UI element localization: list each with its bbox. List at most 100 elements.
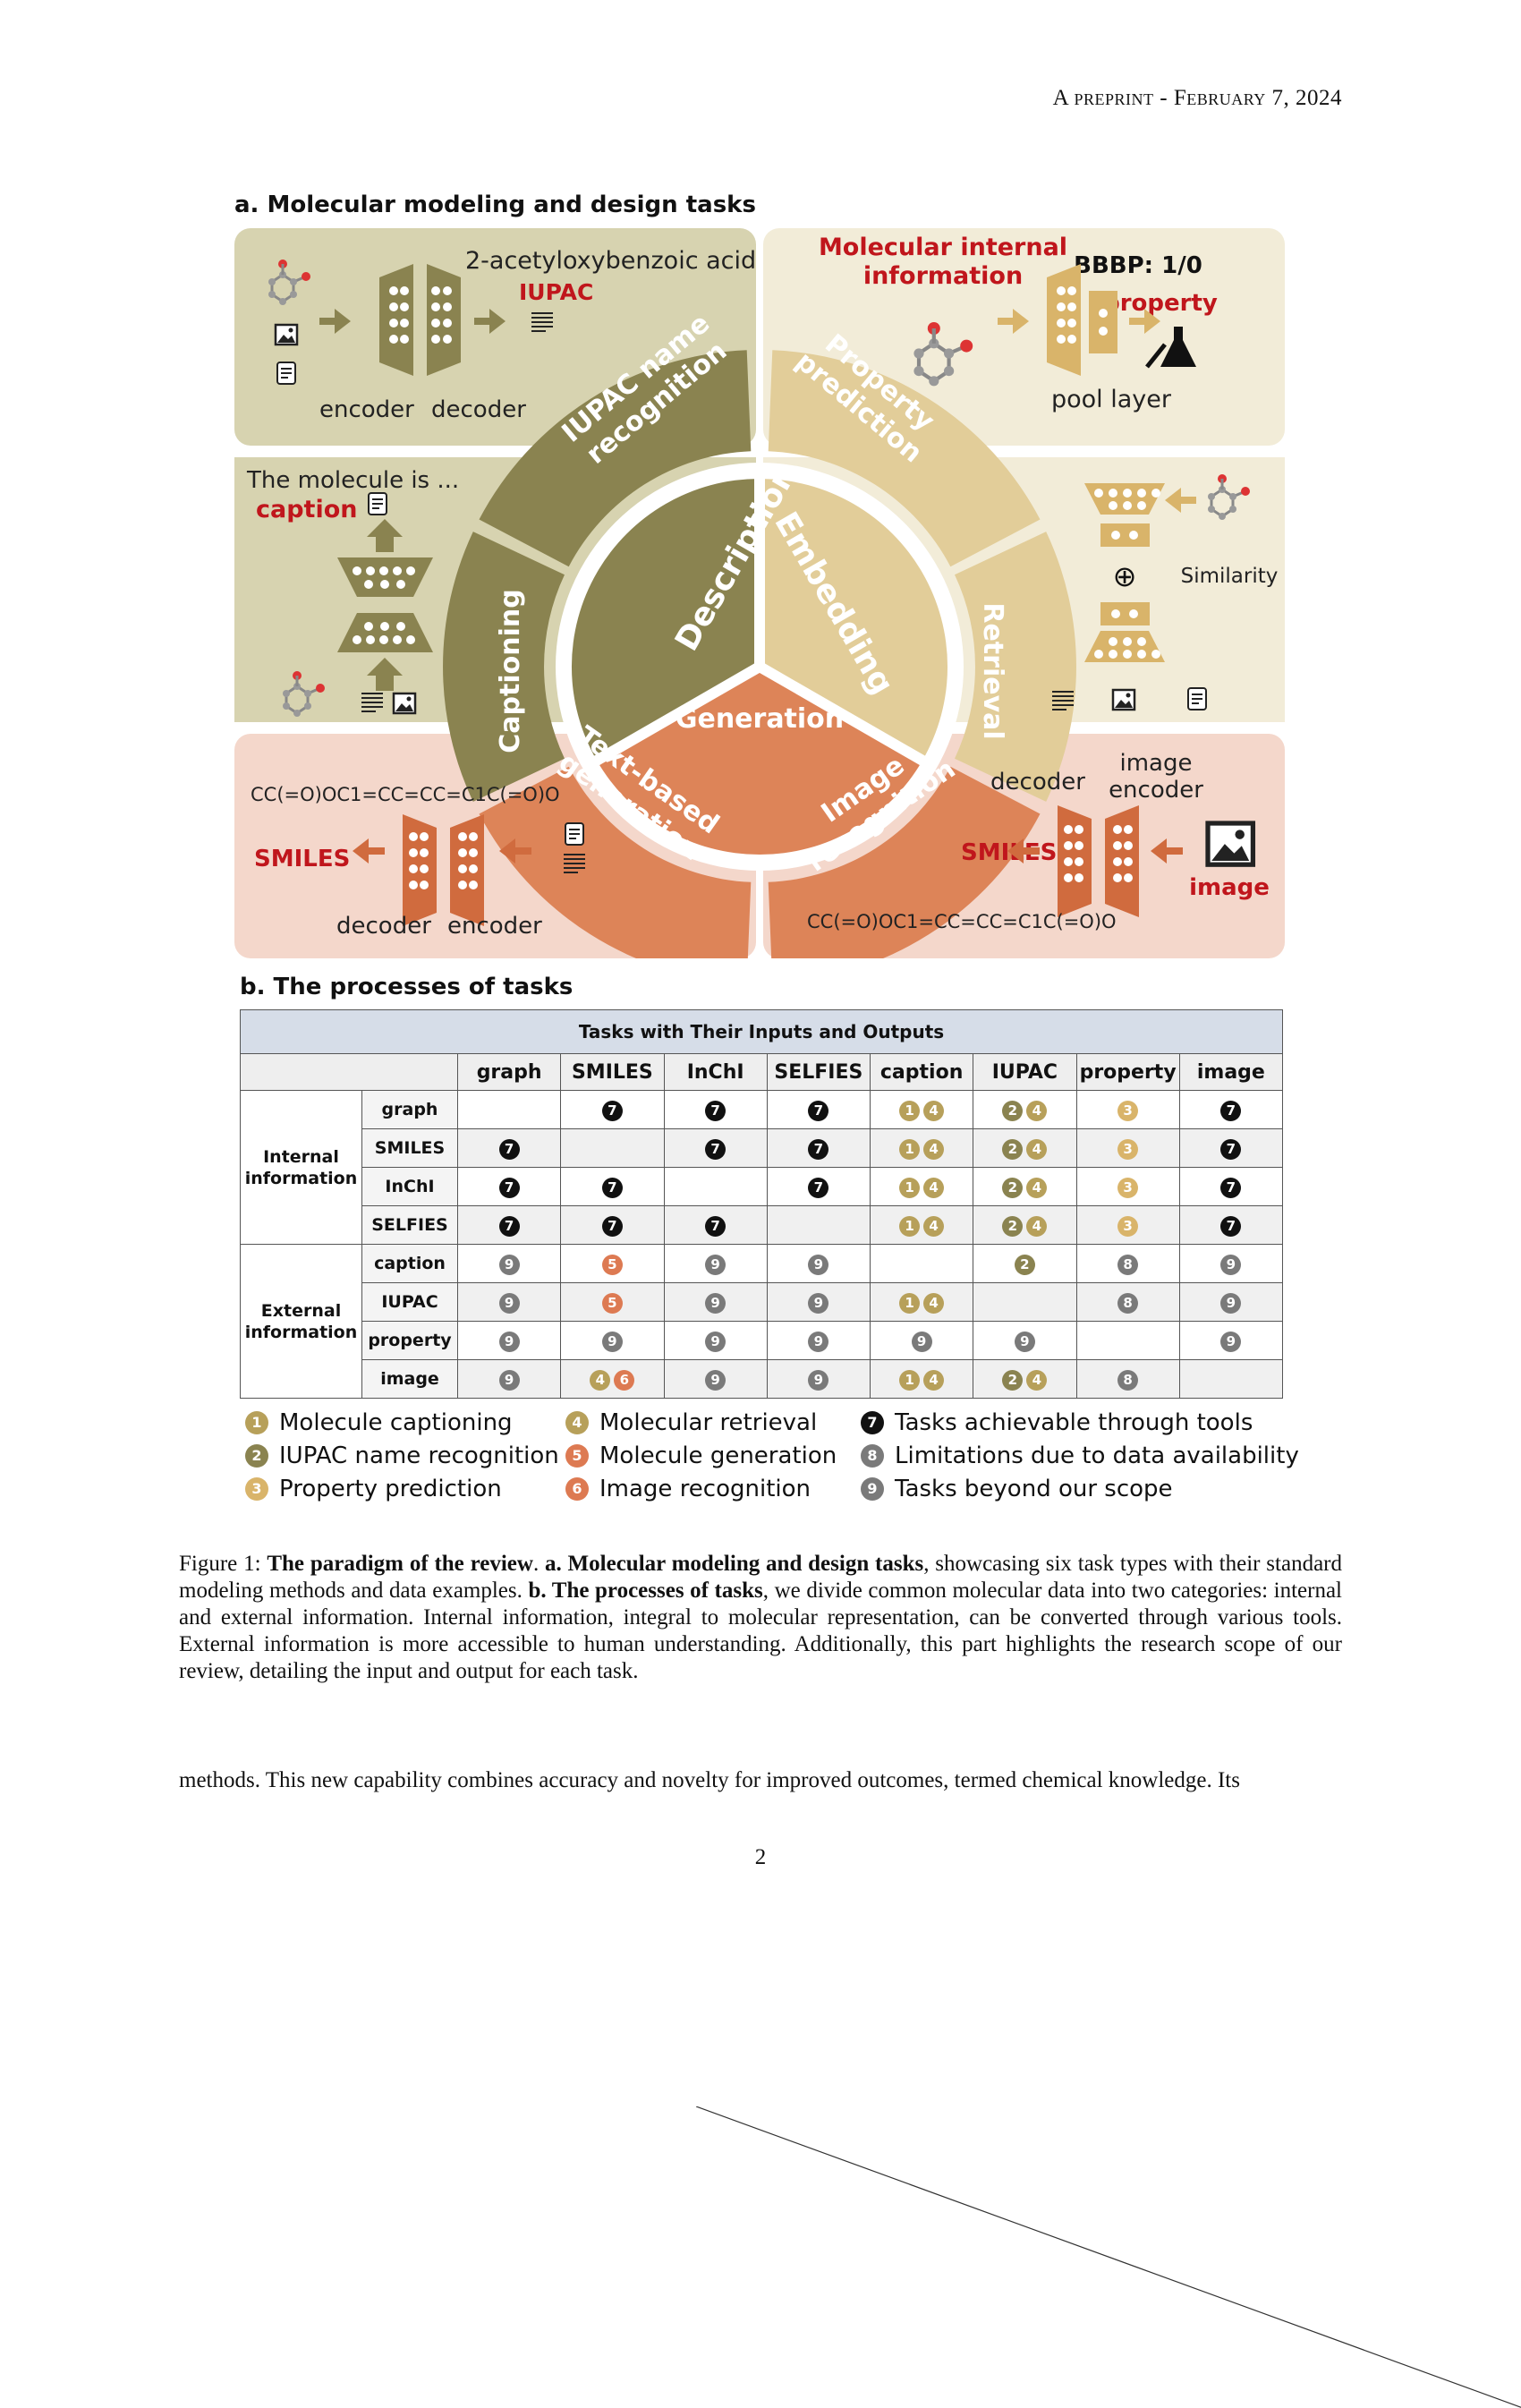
- tasks-table: Tasks with Their Inputs and Outputs grap…: [240, 1009, 1521, 2408]
- task-badge-9: 9: [601, 1331, 623, 1352]
- diagonal-line: [696, 2106, 1521, 2408]
- col-header-3: SELFIES: [766, 1053, 871, 1091]
- task-badge-9: 9: [705, 1254, 727, 1275]
- table-cell: 9: [1178, 1244, 1284, 1283]
- table-cell: 9: [456, 1282, 562, 1322]
- table-cell: 9: [456, 1359, 562, 1399]
- page-number: 2: [754, 1845, 767, 1869]
- task-badge-1: 1: [899, 1369, 921, 1391]
- task-badge-4: 4: [923, 1369, 945, 1391]
- table-cell: 9: [663, 1359, 768, 1399]
- table-cell: 3: [1075, 1167, 1180, 1206]
- table-cell: 5: [560, 1244, 665, 1283]
- row-label: SMILES: [361, 1128, 458, 1168]
- task-badge-7: 7: [498, 1215, 520, 1237]
- table-cell: 7: [663, 1090, 768, 1129]
- legend-label: Property prediction: [279, 1476, 502, 1502]
- ring-label-captioning: Captioning: [495, 589, 526, 753]
- table-cell: 9: [456, 1244, 562, 1283]
- table-cell: 7: [663, 1128, 768, 1168]
- legend-badge-4: 4: [565, 1411, 589, 1434]
- iupac-label: IUPAC: [519, 279, 593, 305]
- table-cell: 7: [560, 1205, 665, 1245]
- table-cell: 3: [1075, 1090, 1180, 1129]
- table-cell: 9: [663, 1282, 768, 1322]
- imagerec-encoder-label-1: image: [1120, 750, 1193, 777]
- ring-label-retrieval: Retrieval: [977, 602, 1008, 739]
- ring-textgen: [479, 766, 752, 958]
- ring-retrieval: [955, 532, 1076, 802]
- table-cell: 7: [766, 1090, 871, 1129]
- task-badge-4: 4: [923, 1138, 945, 1160]
- task-badge-7: 7: [705, 1138, 727, 1160]
- task-badge-3: 3: [1117, 1138, 1139, 1160]
- ring-imagerec: [768, 766, 1041, 958]
- task-badge-3: 3: [1117, 1177, 1139, 1198]
- table-cell: [663, 1167, 768, 1206]
- imagerec-smiles-label: SMILES: [961, 839, 1057, 866]
- legend-label: Molecule captioning: [279, 1409, 513, 1436]
- col-header-4: caption: [869, 1053, 974, 1091]
- col-header-2: InChI: [663, 1053, 768, 1091]
- table-cell: [766, 1205, 871, 1245]
- property-title-1: Molecular internal: [819, 234, 1067, 261]
- table-cell: [456, 1090, 562, 1129]
- legend-badge-9: 9: [861, 1477, 884, 1501]
- task-badge-7: 7: [498, 1177, 520, 1198]
- bbbp-label: BBBP: 1/0: [1074, 252, 1202, 279]
- imagerec-decoder-label: decoder: [990, 769, 1085, 796]
- similarity-label: Similarity: [1181, 565, 1279, 588]
- table-cell: 7: [1178, 1167, 1284, 1206]
- table-cell: 3: [1075, 1205, 1180, 1245]
- task-badge-8: 8: [1117, 1369, 1139, 1391]
- legend-label: Tasks achievable through tools: [895, 1409, 1253, 1436]
- table-cell: 7: [1178, 1205, 1284, 1245]
- task-badge-2: 2: [1002, 1138, 1024, 1160]
- wheel-generation: Generation: [676, 703, 844, 735]
- task-badge-5: 5: [601, 1292, 623, 1314]
- task-badge-2: 2: [1014, 1254, 1035, 1275]
- table-cell: 7: [766, 1167, 871, 1206]
- table-cell: 9: [766, 1321, 871, 1360]
- figure-caption: Figure 1: The paradigm of the review. a.…: [179, 1552, 1343, 1683]
- iupac-decoder-label: decoder: [431, 396, 526, 423]
- legend-badge-8: 8: [861, 1444, 884, 1468]
- caption-label: caption: [256, 496, 357, 523]
- task-badge-9: 9: [911, 1331, 932, 1352]
- task-badge-9: 9: [1014, 1331, 1035, 1352]
- table-cell: 8: [1075, 1359, 1180, 1399]
- ring-iupac: [479, 350, 752, 567]
- task-badge-2: 2: [1002, 1100, 1024, 1121]
- table-cell: [869, 1244, 974, 1283]
- table-cell: 9: [869, 1321, 974, 1360]
- task-badge-4: 4: [923, 1215, 945, 1237]
- panel-b-title: b. The processes of tasks: [240, 974, 574, 1000]
- table-cell: [560, 1128, 665, 1168]
- task-badge-7: 7: [1220, 1138, 1242, 1160]
- plus-icon: ⊕: [1113, 559, 1137, 593]
- table-cell: 8: [1075, 1282, 1180, 1322]
- legend-item: 3 Property prediction: [243, 1476, 502, 1502]
- legend-badge-3: 3: [245, 1477, 268, 1501]
- textgen-smiles-label: SMILES: [254, 846, 350, 872]
- ring-captioning: [443, 532, 565, 802]
- task-badge-8: 8: [1117, 1254, 1139, 1275]
- legend-label: Tasks beyond our scope: [895, 1476, 1173, 1502]
- table-cell: 7: [1178, 1128, 1284, 1168]
- property-title-2: information: [863, 262, 1023, 290]
- table-cell: 9: [1178, 1321, 1284, 1360]
- task-badge-9: 9: [498, 1369, 520, 1391]
- imagerec-smiles-string: CC(=O)OC1=CC=CC=C1C(=O)O: [807, 911, 1117, 932]
- image-icon: [1208, 823, 1253, 864]
